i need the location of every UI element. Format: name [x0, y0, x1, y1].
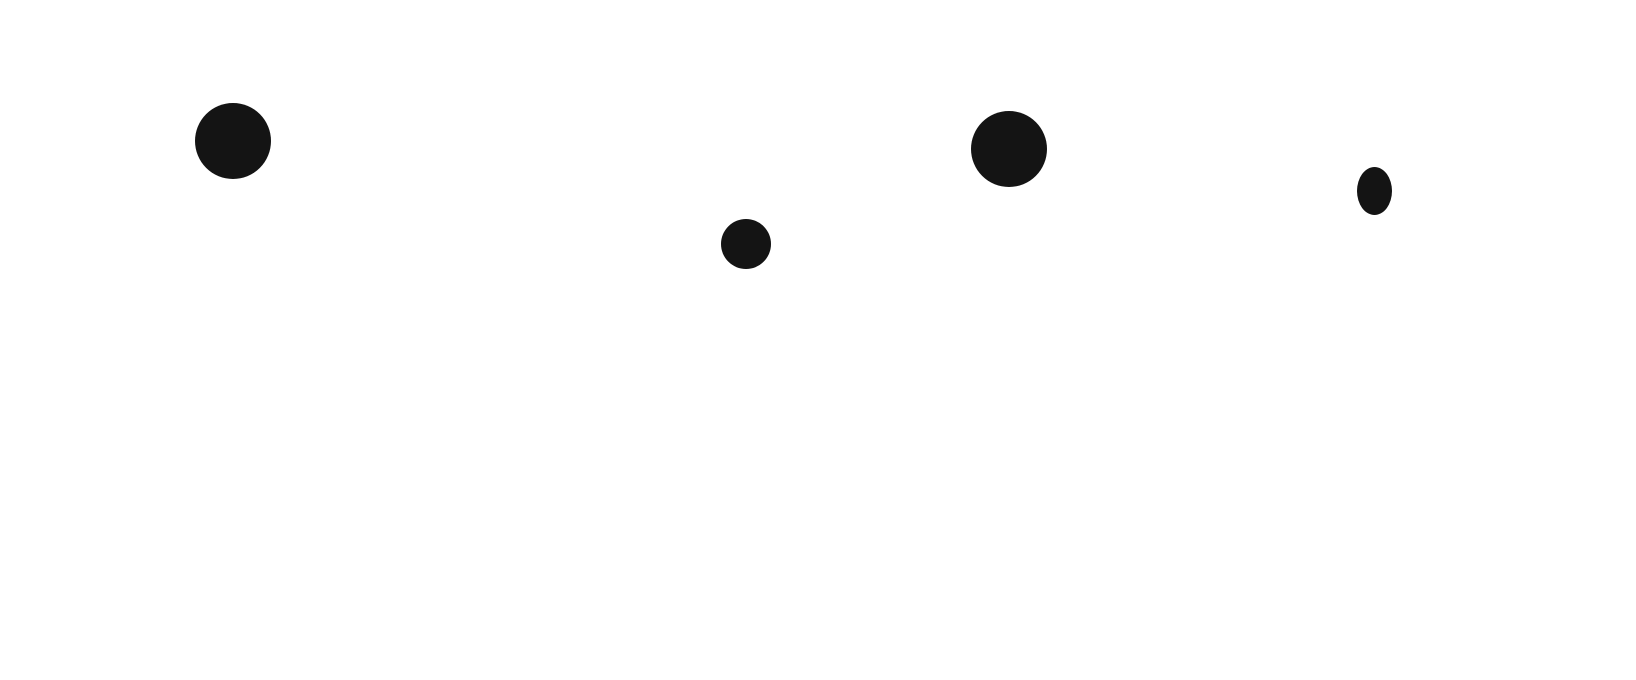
black-dot	[721, 219, 771, 269]
black-dot	[971, 111, 1047, 187]
black-dot	[195, 103, 271, 179]
black-oval-dot	[1357, 167, 1392, 215]
